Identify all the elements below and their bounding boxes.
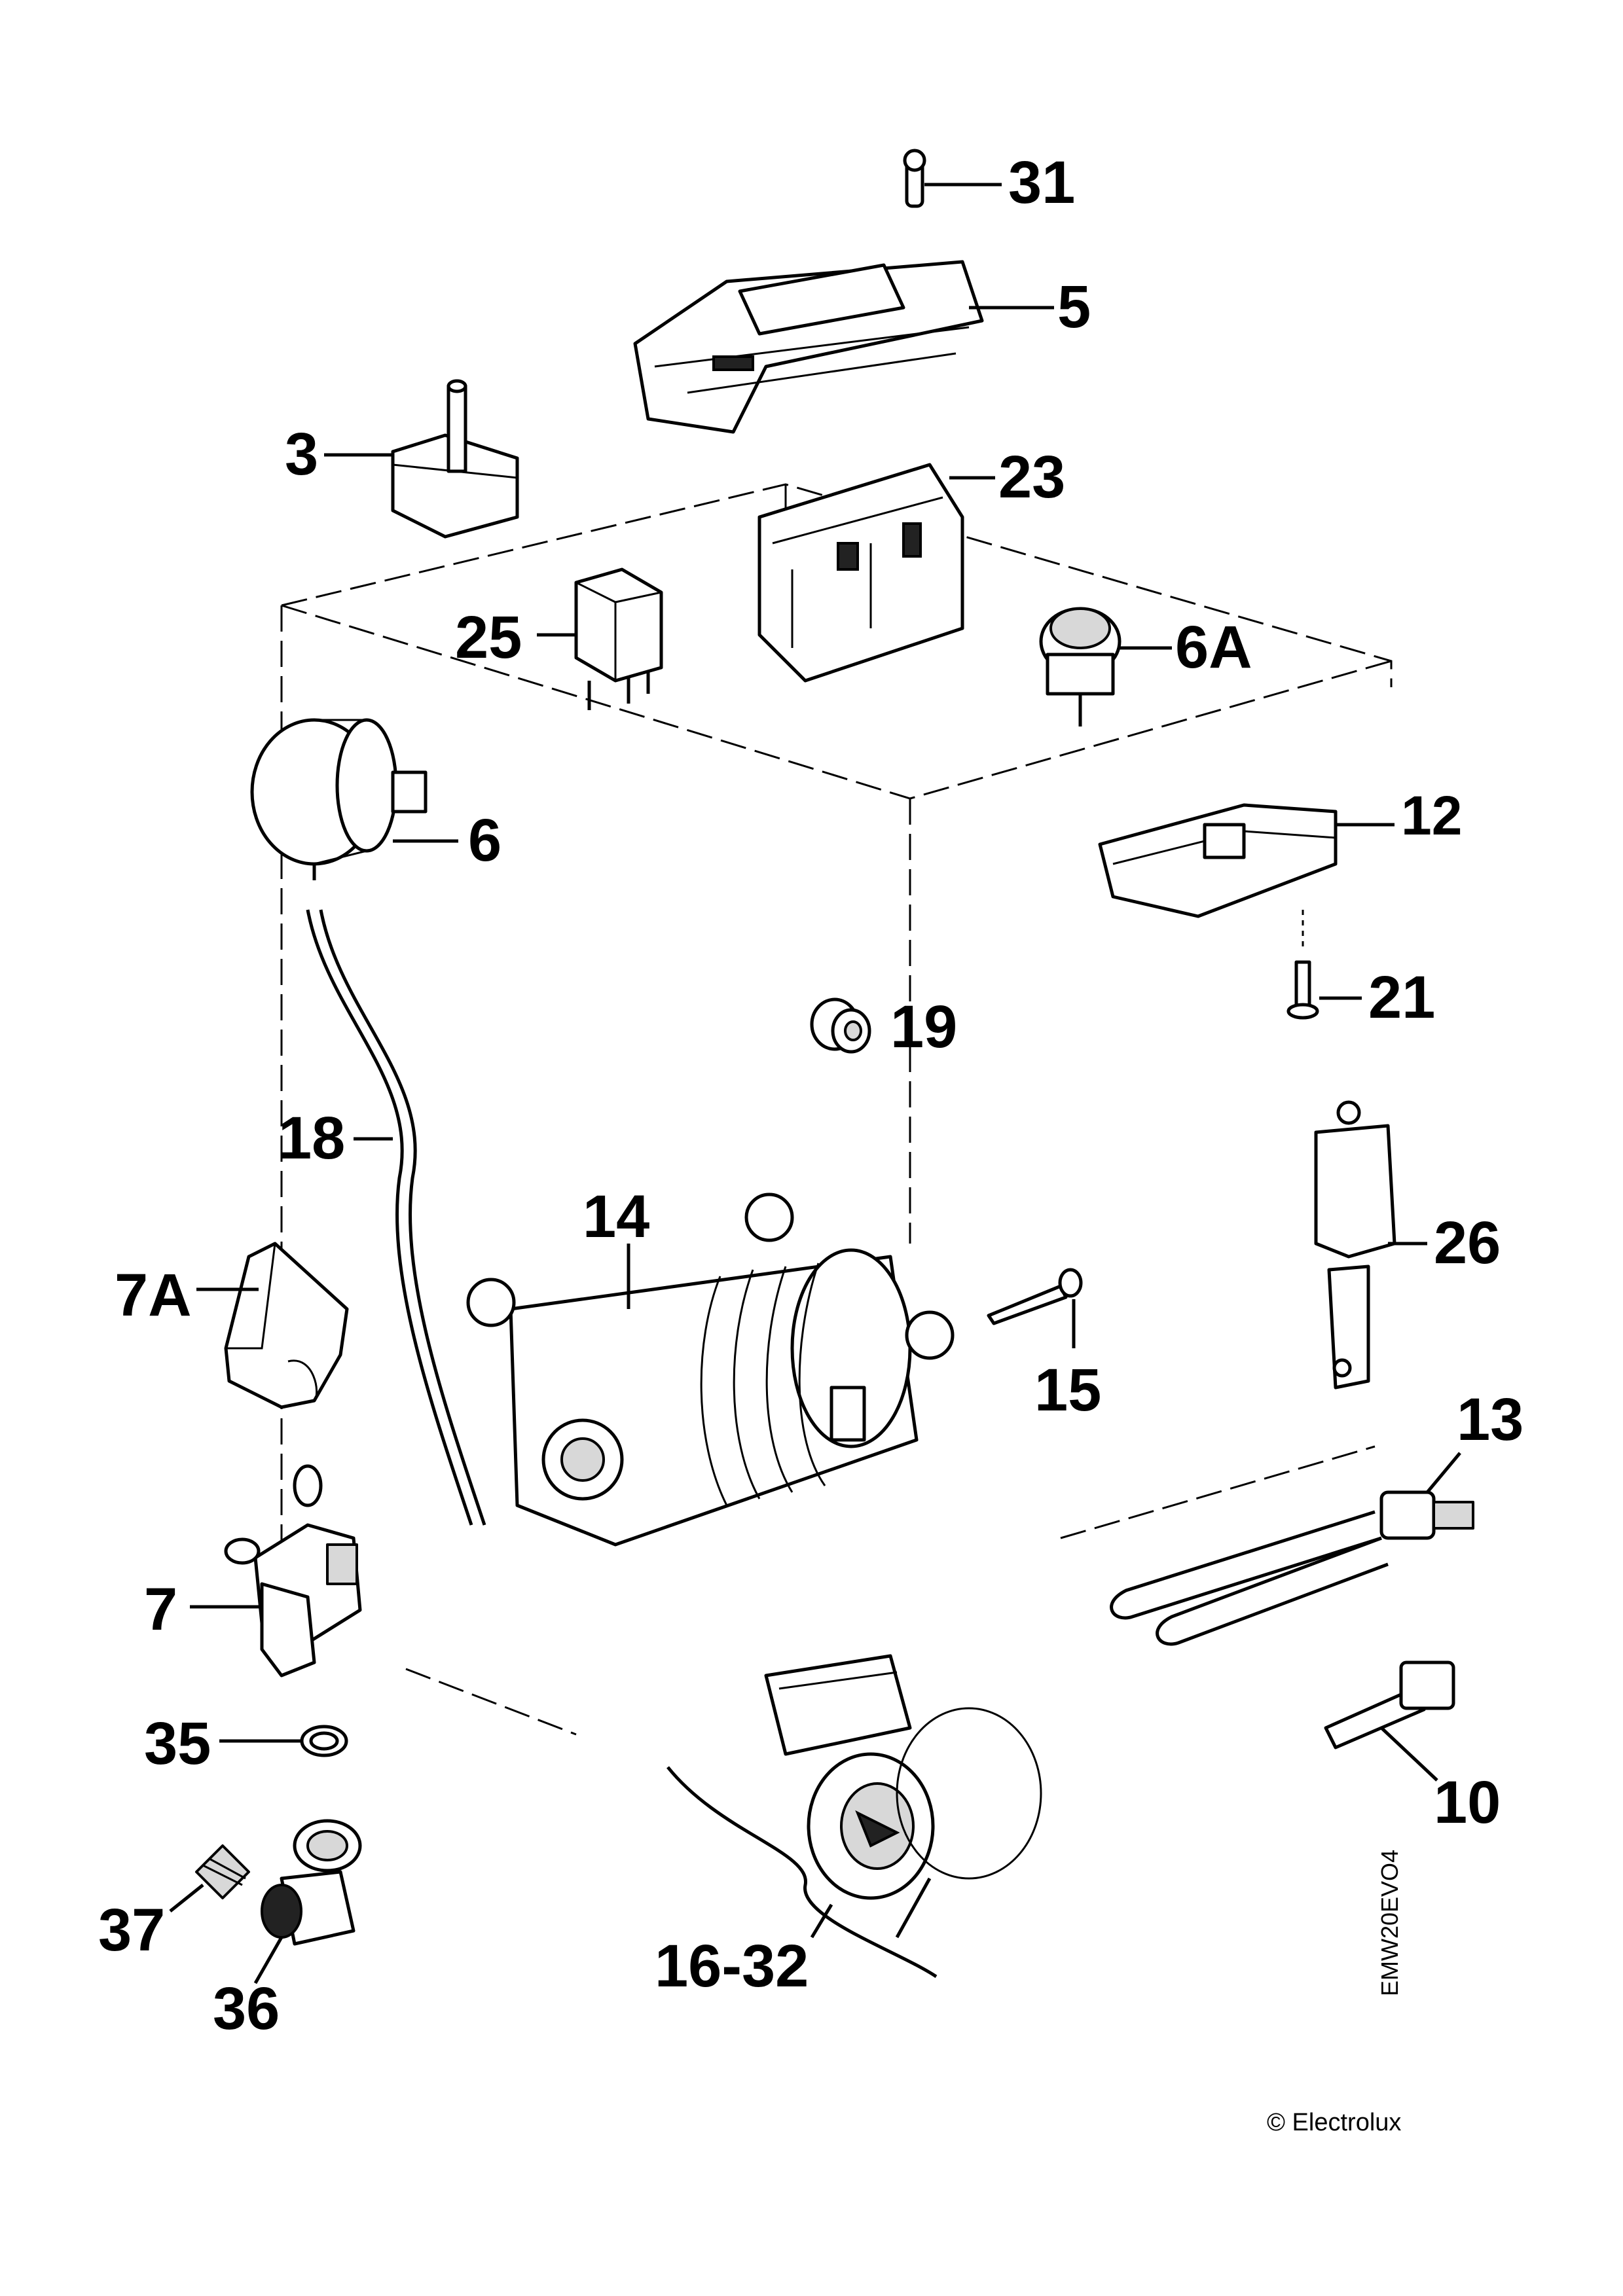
part-14 xyxy=(466,1193,955,1547)
part-6 xyxy=(250,718,458,880)
label-6: 6 xyxy=(468,807,501,874)
label-36: 36 xyxy=(213,1975,280,2042)
label-19: 19 xyxy=(890,994,957,1060)
part-26 xyxy=(1314,1100,1427,1390)
label-12: 12 xyxy=(1401,785,1462,846)
part-18 xyxy=(306,909,486,1526)
part-37 xyxy=(169,1844,250,1912)
label-6A: 6A xyxy=(1175,614,1252,681)
part-7 xyxy=(190,1464,362,1677)
label-21: 21 xyxy=(1368,964,1435,1031)
part-10 xyxy=(1324,1660,1455,1782)
part-6A xyxy=(1039,607,1172,726)
label-18: 18 xyxy=(278,1105,345,1172)
part-5 xyxy=(633,260,1054,434)
label-10: 10 xyxy=(1434,1769,1501,1836)
label-7: 7 xyxy=(144,1576,177,1643)
part-21 xyxy=(1286,910,1362,1020)
part-23 xyxy=(757,463,995,683)
label-31: 31 xyxy=(1008,149,1075,216)
label-13: 13 xyxy=(1457,1386,1523,1453)
callout-labels: 31 5 3 23 25 6A 6 12 21 19 18 14 26 7A 1… xyxy=(98,149,1523,2042)
part-36 xyxy=(253,1819,362,1984)
part-35 xyxy=(219,1725,348,1757)
label-26: 26 xyxy=(1434,1210,1501,1276)
part-13 xyxy=(1110,1452,1474,1646)
label-5: 5 xyxy=(1057,274,1091,340)
label-35: 35 xyxy=(144,1710,211,1777)
label-23: 23 xyxy=(998,444,1065,511)
label-16-32: 16-32 xyxy=(655,1933,809,2000)
label-25: 25 xyxy=(455,604,522,671)
label-15: 15 xyxy=(1034,1357,1101,1424)
part-31 xyxy=(903,149,1002,208)
label-37: 37 xyxy=(98,1897,165,1964)
label-7A: 7A xyxy=(115,1262,192,1329)
part-3 xyxy=(324,379,519,539)
label-3: 3 xyxy=(285,421,318,488)
part-15 xyxy=(987,1268,1083,1348)
part-16-32 xyxy=(666,1654,1042,1979)
part-12 xyxy=(1098,803,1395,918)
drawing-code: EMW20EVO4 xyxy=(1376,1850,1403,1996)
part-19 xyxy=(810,997,871,1054)
copyright-notice: © Electrolux xyxy=(1267,2109,1401,2136)
part-25 xyxy=(537,567,663,710)
part-7A xyxy=(196,1242,349,1409)
label-14: 14 xyxy=(583,1183,649,1250)
